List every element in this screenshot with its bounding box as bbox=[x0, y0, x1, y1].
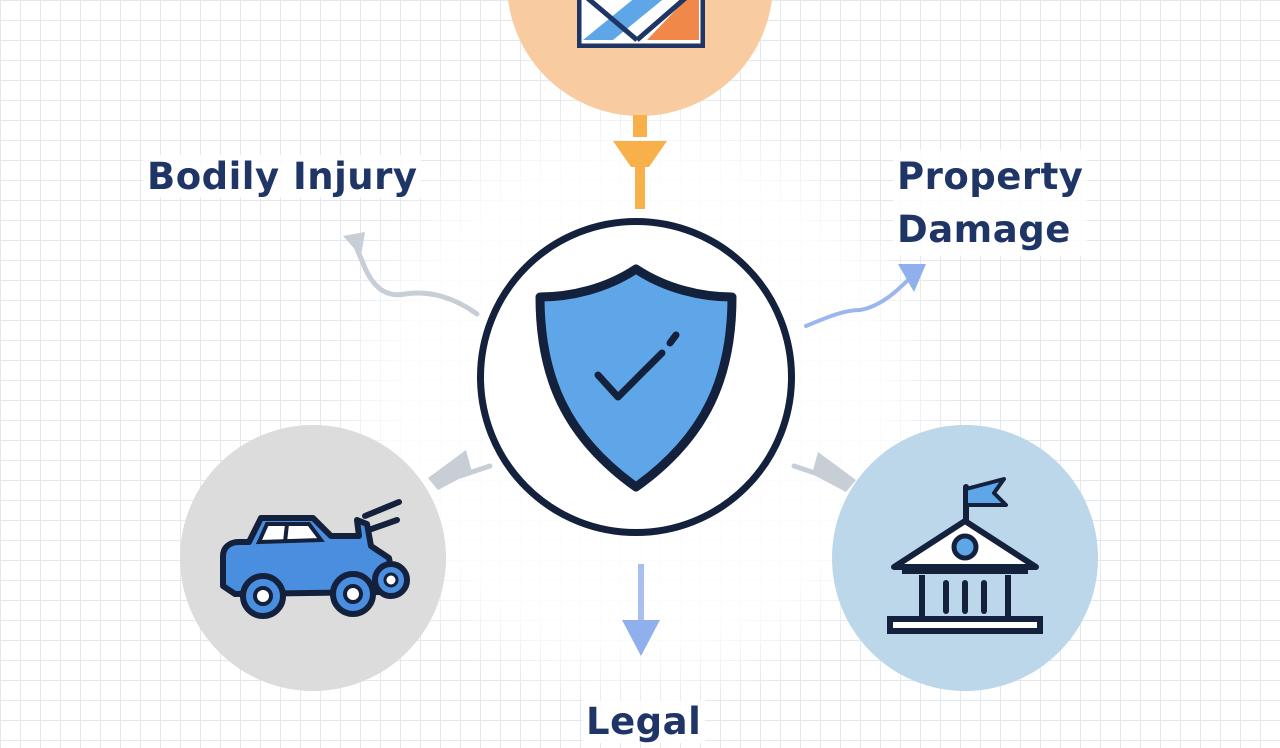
label-legal-text: Legal bbox=[582, 700, 706, 743]
label-bodily-injury-text: Bodily Injury bbox=[143, 155, 422, 198]
label-property-damage-line2: Damage bbox=[893, 203, 1088, 256]
map-icon bbox=[577, 0, 705, 48]
shield-check-icon bbox=[526, 257, 746, 497]
arrow-to-car bbox=[420, 448, 495, 498]
arrow-to-bodily-injury bbox=[335, 228, 485, 323]
car-circle bbox=[180, 425, 446, 691]
courthouse-icon bbox=[880, 471, 1050, 641]
crashed-car-icon bbox=[213, 496, 413, 626]
arrow-to-property-damage bbox=[800, 258, 930, 333]
arrow-to-courthouse bbox=[790, 450, 865, 500]
label-bodily-injury: Bodily Injury bbox=[143, 150, 422, 203]
label-property-damage-line1: Property bbox=[893, 150, 1088, 203]
courthouse-circle bbox=[832, 425, 1098, 691]
shield-circle bbox=[477, 218, 795, 536]
arrow-top-orange bbox=[611, 115, 669, 211]
label-legal: Legal bbox=[582, 695, 706, 748]
arrow-to-legal bbox=[618, 560, 664, 660]
map-circle bbox=[507, 0, 773, 116]
label-property-damage: Property Damage bbox=[893, 150, 1088, 256]
